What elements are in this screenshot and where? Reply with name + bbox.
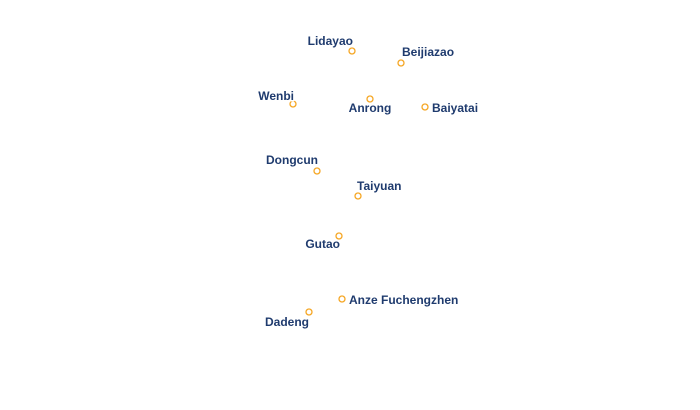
label-anze-fuchengzhen: Anze Fuchengzhen xyxy=(349,293,458,307)
marker-anze-fuchengzhen-icon[interactable] xyxy=(338,295,346,303)
label-dadeng: Dadeng xyxy=(265,315,309,329)
marker-taiyuan-icon[interactable] xyxy=(354,192,362,200)
label-taiyuan: Taiyuan xyxy=(357,179,401,193)
marker-beijiazao-icon[interactable] xyxy=(397,59,405,67)
marker-dadeng-icon[interactable] xyxy=(305,308,313,316)
marker-baiyatai-icon[interactable] xyxy=(421,103,429,111)
marker-dongcun-icon[interactable] xyxy=(313,167,321,175)
label-anrong: Anrong xyxy=(349,101,392,115)
marker-wenbi-icon[interactable] xyxy=(289,100,297,108)
place-markers-layer xyxy=(289,47,429,316)
marker-lidayao-icon[interactable] xyxy=(348,47,356,55)
marker-anrong-icon[interactable] xyxy=(366,95,374,103)
label-gutao: Gutao xyxy=(305,237,340,251)
label-beijiazao: Beijiazao xyxy=(402,45,454,59)
label-baiyatai: Baiyatai xyxy=(432,101,478,115)
marker-gutao-icon[interactable] xyxy=(335,232,343,240)
label-lidayao: Lidayao xyxy=(308,34,353,48)
label-dongcun: Dongcun xyxy=(266,153,318,167)
label-wenbi: Wenbi xyxy=(258,89,294,103)
